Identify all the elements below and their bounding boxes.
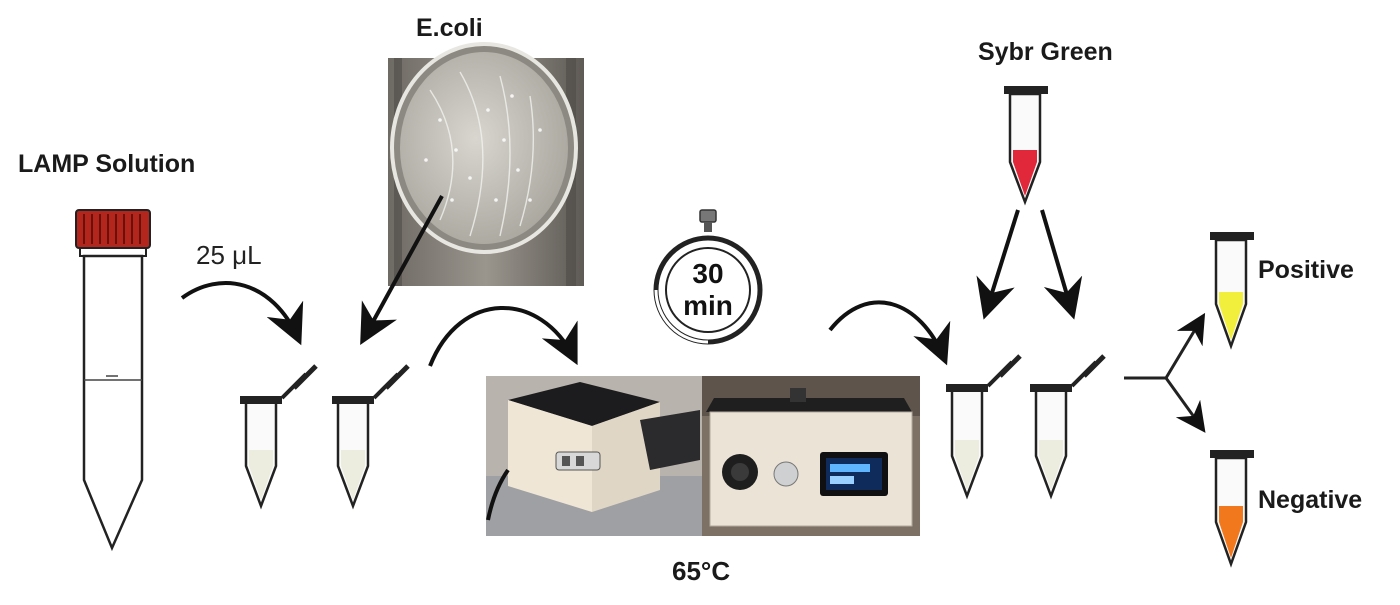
temperature-label: 65°C (672, 556, 731, 586)
volume-label: 25 μL (196, 240, 262, 270)
microtube-3-icon (946, 354, 1022, 500)
sybr-green-tube-icon (1004, 86, 1048, 206)
heating-device-photo (486, 376, 920, 536)
positive-label: Positive (1258, 256, 1354, 284)
positive-tube-icon (1210, 232, 1254, 350)
stopwatch-icon (653, 209, 763, 345)
incubation-arrow (428, 306, 578, 367)
ecoli-label: E.coli (416, 14, 483, 42)
lamp-falcon-tube-icon (75, 209, 151, 552)
transfer-arrow (180, 281, 304, 346)
branch-arrow (1124, 312, 1206, 433)
petri-dish-photo (388, 42, 584, 286)
sybr-green-label: Sybr Green (978, 38, 1113, 66)
lamp-solution-label: LAMP Solution (18, 150, 196, 178)
negative-tube-icon (1210, 450, 1254, 568)
sybr-arrow-left (976, 209, 1020, 320)
sybr-arrow-right (1040, 209, 1083, 320)
inoculation-arrow (360, 195, 444, 346)
timer-number: 30 (692, 258, 724, 289)
microtube-2-icon (332, 364, 410, 510)
timer-unit: min (683, 290, 733, 321)
negative-label: Negative (1258, 486, 1363, 514)
microtube-1-icon (240, 364, 318, 510)
microtube-4-icon (1030, 354, 1106, 500)
result-transfer-arrow (828, 300, 951, 366)
